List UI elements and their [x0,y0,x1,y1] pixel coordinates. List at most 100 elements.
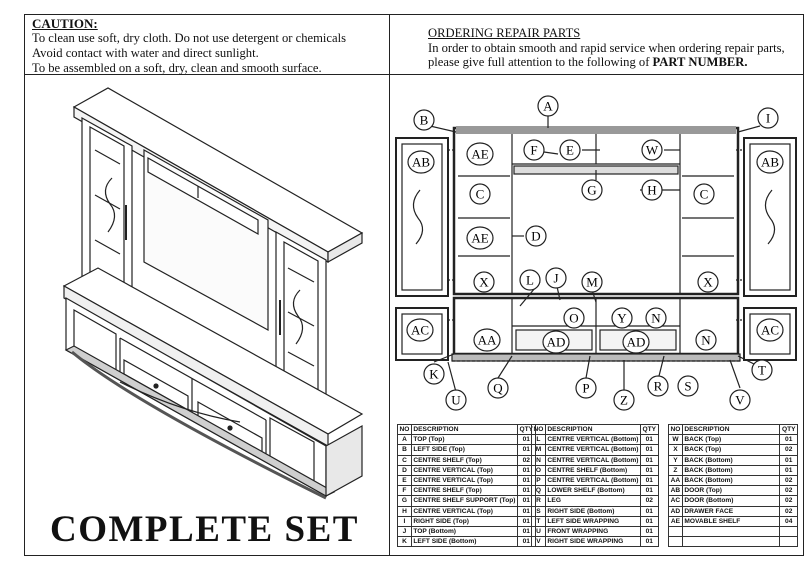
callout-ae: AE [466,226,494,250]
part-no: X [668,444,683,456]
callout-ac: AC [406,318,434,342]
svg-text:AD: AD [547,335,566,350]
part-qty: 02 [779,444,798,456]
caution-line-3: To be assembled on a soft, dry, clean an… [32,61,322,75]
callout-z: Z [613,389,635,411]
part-qty: 01 [639,515,659,527]
part-no: D [397,464,412,476]
callout-e: E [559,139,581,161]
part-no: F [397,485,412,497]
callout-d: D [525,225,547,247]
callout-a: A [537,95,559,117]
part-qty: 01 [779,464,798,476]
svg-text:V: V [735,393,745,408]
part-qty: 02 [639,495,659,507]
svg-text:W: W [646,143,659,158]
svg-text:X: X [479,275,489,290]
header-description: DESCRIPTION [681,423,781,436]
part-description: LEG [544,495,641,507]
part-description: CENTRE SHELF (Top) [410,485,518,497]
svg-text:L: L [526,273,534,288]
column-divider [389,14,390,556]
exploded-diagram [395,116,797,393]
svg-text:AC: AC [761,323,779,338]
callout-ab: AB [756,150,784,174]
svg-text:AE: AE [471,147,488,162]
callout-c: C [469,183,491,205]
callout-b: B [413,109,435,131]
callout-x: X [697,271,719,293]
part-qty: 01 [779,434,798,446]
header-no: NO [668,423,683,436]
svg-text:AC: AC [411,323,429,338]
part-description: TOP (Bottom) [410,525,518,538]
part-qty: 02 [779,485,798,497]
part-no [668,525,683,538]
ordering-line-2-text: please give full attention to the follow… [428,55,653,69]
part-qty: 01 [639,525,659,538]
part-description [681,536,781,548]
callout-q: Q [487,377,509,399]
part-no: V [531,536,546,548]
part-no: J [397,525,412,538]
part-no: AB [668,485,683,497]
svg-text:N: N [651,311,661,326]
part-description: LOWER SHELF (Bottom) [544,485,641,497]
part-description: LEFT SIDE (Bottom) [410,536,518,548]
callout-ad: AD [622,330,650,354]
callout-i: I [757,107,779,129]
part-no: L [531,434,546,446]
part-no: U [531,525,546,538]
svg-text:AB: AB [412,155,430,170]
part-no [668,536,683,548]
part-no: Q [531,485,546,497]
svg-text:C: C [700,187,709,202]
header-divider-left [24,74,389,75]
part-no: A [397,434,412,446]
part-description: CENTRE SHELF SUPPORT (Top) [410,495,518,507]
callout-s: S [677,375,699,397]
part-no: W [668,434,683,446]
part-no: I [397,515,412,527]
part-no: H [397,505,412,517]
part-description: CENTRE VERTICAL (Bottom) [544,444,641,456]
callout-o: O [563,307,585,329]
part-description: CENTRE VERTICAL (Top) [410,505,518,517]
part-no: N [531,454,546,466]
part-qty: 01 [639,474,659,487]
part-qty: 01 [639,464,659,476]
callout-w: W [641,139,663,161]
part-description: CENTRE VERTICAL (Top) [410,474,518,487]
caution-line-2: Avoid contact with water and direct sunl… [32,46,259,60]
callout-n: N [695,329,717,351]
part-no: AC [668,495,683,507]
part-qty: 01 [639,485,659,497]
part-description: DOOR (Top) [681,485,781,497]
callout-m: M [581,271,603,293]
callout-h: H [641,179,663,201]
svg-text:U: U [451,393,461,408]
part-no: E [397,474,412,487]
callout-l: L [519,269,541,291]
part-no: AA [668,474,683,487]
part-description: MOVABLE SHELF [681,515,781,527]
header-description: DESCRIPTION [544,423,641,436]
table-row [668,525,798,538]
header-qty: QTY [639,423,659,436]
part-qty: 01 [639,434,659,446]
callout-aa: AA [473,328,501,352]
